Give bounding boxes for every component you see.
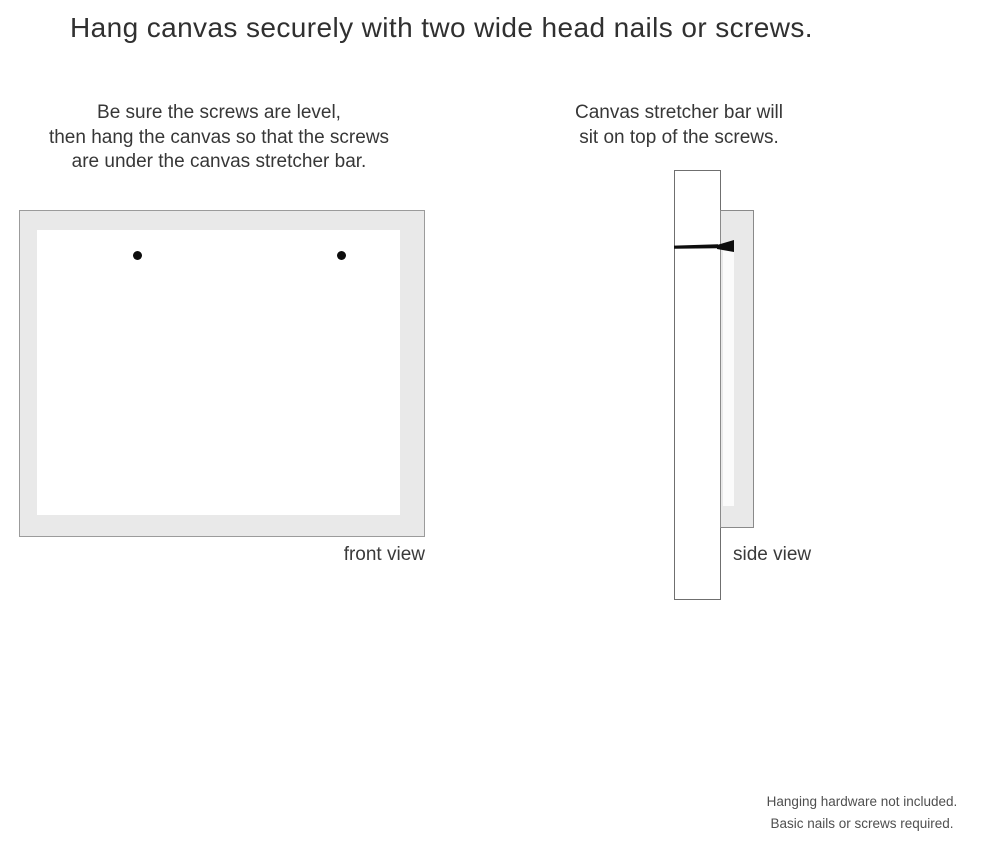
front-view-canvas-frame: [19, 210, 425, 537]
caption-line: are under the canvas stretcher bar.: [71, 151, 367, 172]
front-view-label: front view: [343, 544, 425, 565]
screw-left-icon: [133, 251, 142, 260]
caption-line: Be sure the screws are level,: [97, 102, 341, 123]
side-view-caption: Canvas stretcher bar will sit on top of …: [540, 101, 818, 150]
nail-icon: [674, 240, 734, 252]
caption-line: then hang the canvas so that the screws: [48, 126, 390, 148]
front-view-canvas-surface: [37, 230, 400, 515]
footnote-line: Hanging hardware not included.: [766, 794, 958, 809]
side-view-wall-bar: [674, 170, 721, 600]
caption-line: Canvas stretcher bar will: [574, 102, 784, 123]
side-view-stretcher-inner-face: [723, 249, 734, 506]
caption-line: sit on top of the screws.: [579, 126, 779, 148]
front-view-caption: Be sure the screws are level, then hang …: [18, 101, 420, 175]
screw-right-icon: [337, 251, 346, 260]
page-title: Hang canvas securely with two wide head …: [70, 12, 813, 43]
footnote-line: Basic nails or screws required.: [770, 816, 954, 831]
hardware-footnote: Hanging hardware not included. Basic nai…: [740, 791, 984, 835]
side-view-label: side view: [733, 544, 812, 565]
side-view-stretcher-bar: [720, 210, 754, 528]
